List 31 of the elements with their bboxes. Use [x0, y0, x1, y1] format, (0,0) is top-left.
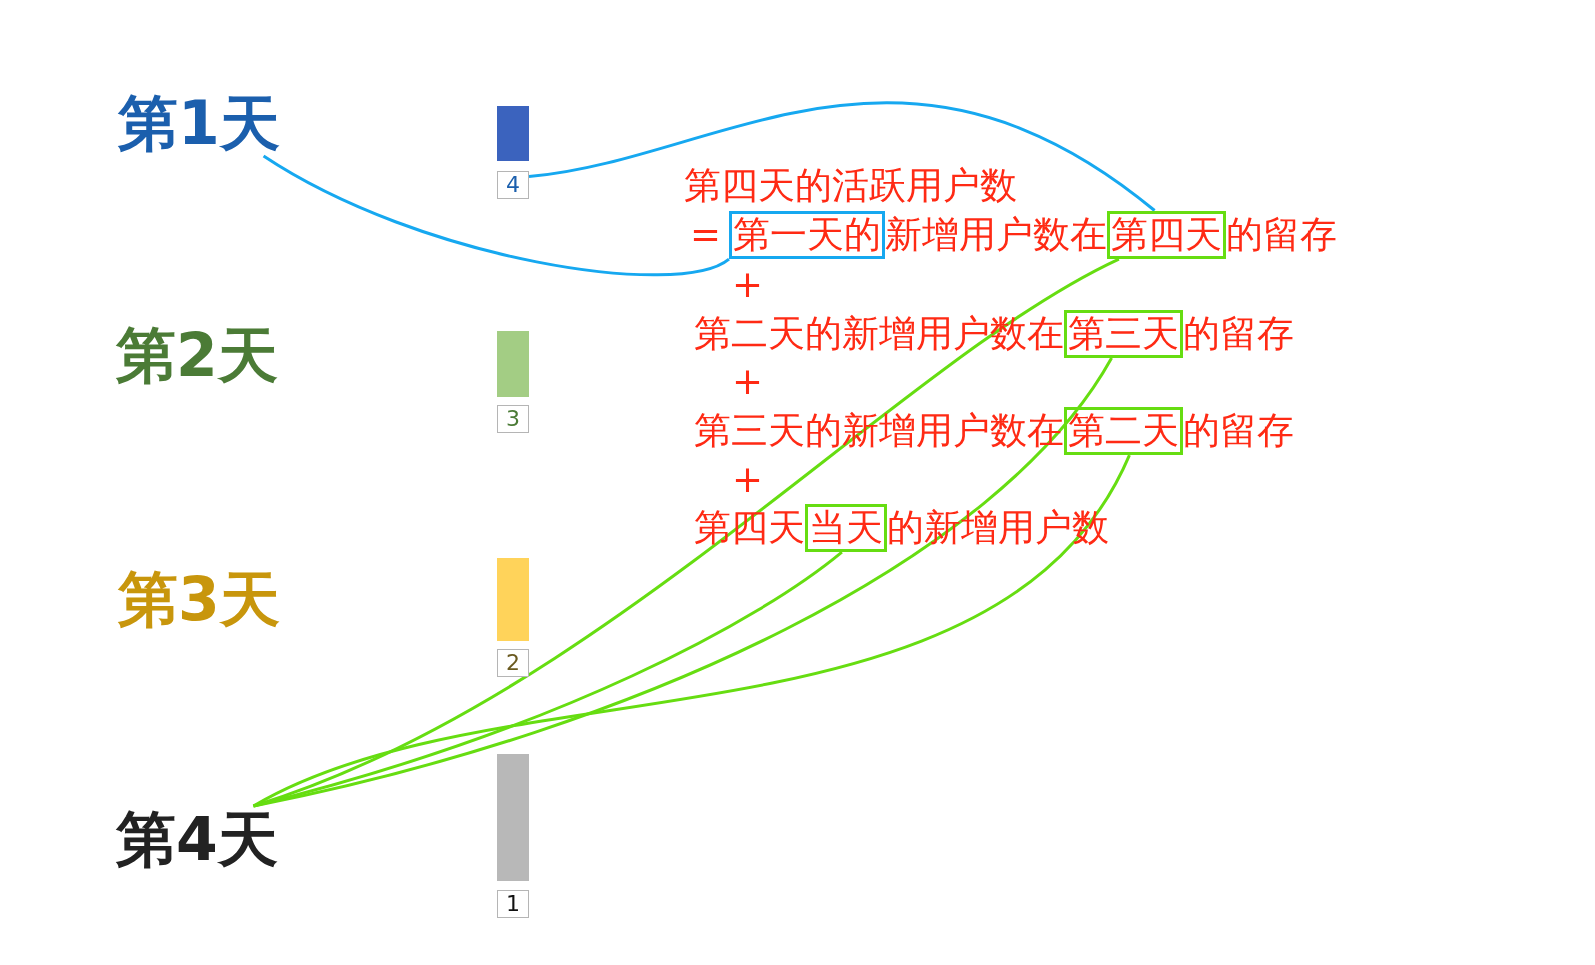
- day-label: 第3天: [118, 566, 280, 632]
- highlight-box: 当天: [805, 503, 887, 553]
- connector-line: [262, 154, 730, 277]
- day-label: 第4天: [116, 806, 278, 872]
- connector-line: [253, 550, 843, 808]
- formula-text: 第四天的活跃用户数: [684, 164, 1017, 208]
- formula-text: =: [690, 213, 721, 257]
- formula-text: 第二天的新增用户数在: [694, 312, 1064, 356]
- formula-text: +: [732, 263, 763, 307]
- number-tag: 4: [497, 171, 529, 199]
- formula-text: 的留存: [1183, 312, 1294, 356]
- bar: [497, 558, 529, 641]
- highlight-box: 第三天: [1064, 309, 1183, 359]
- bar: [497, 106, 529, 161]
- highlight-box: 第二天: [1064, 406, 1183, 456]
- bar: [497, 754, 529, 881]
- formula-text: 新增用户数在: [885, 213, 1107, 257]
- day-label: 第1天: [118, 90, 280, 156]
- bar: [497, 331, 529, 397]
- formula-text: 第四天: [694, 506, 805, 550]
- formula-text: 的留存: [1183, 409, 1294, 453]
- formula-text: +: [732, 360, 763, 404]
- highlight-box: 第一天的: [729, 210, 885, 260]
- day-label: 第2天: [116, 322, 278, 388]
- formula-text: +: [732, 458, 763, 502]
- connector-line: [528, 101, 1156, 212]
- number-tag: 3: [497, 405, 529, 433]
- number-tag: 1: [497, 890, 529, 918]
- formula-text: 的留存: [1226, 213, 1337, 257]
- highlight-box: 第四天: [1107, 210, 1226, 260]
- number-tag: 2: [497, 649, 529, 677]
